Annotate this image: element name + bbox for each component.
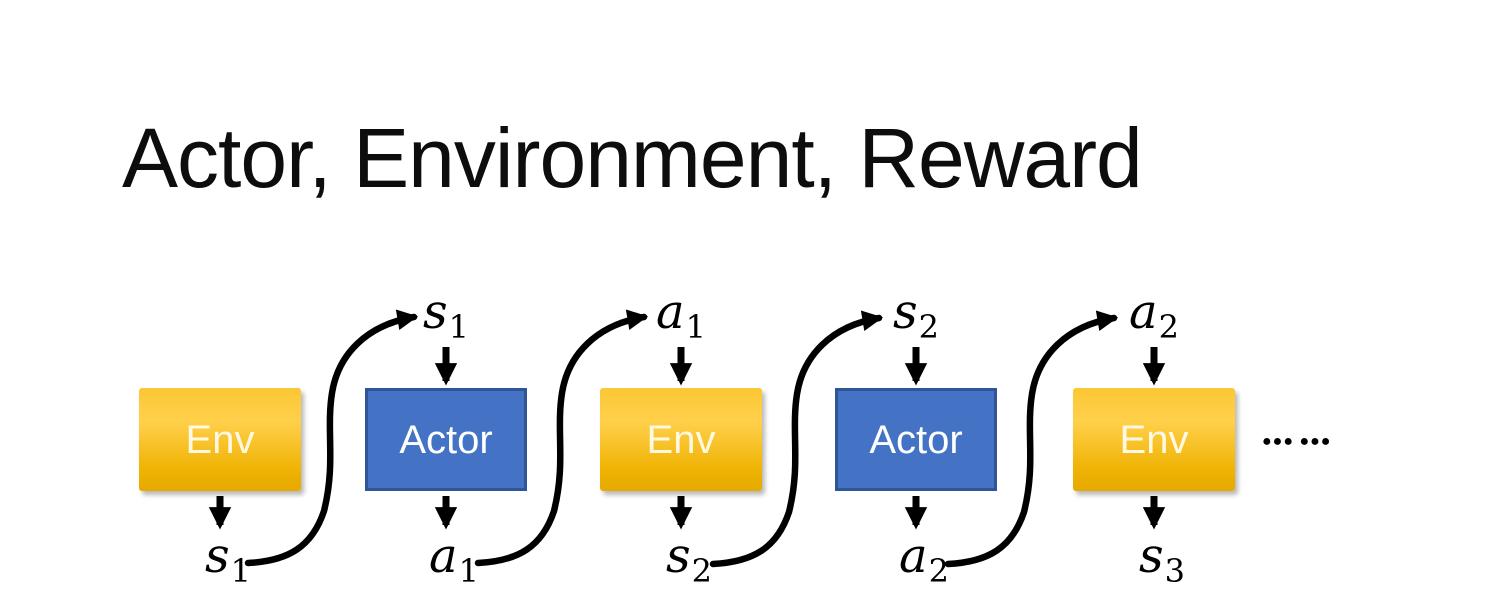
ellipsis-dots: ●●● ●●● [1262, 433, 1332, 450]
bottom-label-a2: a2 [899, 532, 949, 587]
bottom-label-a1-base: a [429, 528, 458, 584]
actor-box-2-label: Actor [869, 417, 963, 462]
top-label-s1-base: s [423, 284, 448, 340]
page-title: Actor, Environment, Reward [122, 111, 1143, 205]
bottom-label-a1: a1 [429, 532, 479, 587]
bottom-label-s3-base: s [1139, 528, 1164, 584]
bottom-label-s2-base: s [666, 528, 691, 584]
top-label-s2-base: s [893, 284, 918, 340]
top-label-a2-base: a [1129, 284, 1158, 340]
env-box-3: Env [1073, 388, 1235, 491]
top-label-a2-sub: 2 [1158, 308, 1179, 346]
bottom-label-s1-base: s [205, 528, 230, 584]
env-box-2: Env [600, 388, 762, 491]
bottom-label-a2-base: a [899, 528, 928, 584]
actor-box-1: Actor [365, 388, 527, 491]
bottom-label-s3-sub: 3 [1164, 552, 1185, 590]
top-label-a1: a1 [656, 288, 706, 343]
bottom-label-s2-sub: 2 [691, 552, 712, 590]
env-box-1-label: Env [185, 417, 255, 462]
env-box-3-label: Env [1119, 417, 1189, 462]
top-label-s1: s1 [423, 288, 469, 343]
actor-box-2: Actor [835, 388, 997, 491]
top-label-a1-base: a [656, 284, 685, 340]
top-label-a2: a2 [1129, 288, 1179, 343]
bottom-label-s2: s2 [666, 532, 712, 587]
bottom-label-s3: s3 [1139, 532, 1185, 587]
top-label-s2-sub: 2 [918, 308, 939, 346]
env-box-1: Env [139, 388, 301, 491]
env-box-2-label: Env [646, 417, 716, 462]
actor-box-1-label: Actor [399, 417, 493, 462]
top-label-s2: s2 [893, 288, 939, 343]
top-label-s1-sub: 1 [448, 308, 469, 346]
bottom-label-a2-sub: 2 [928, 552, 949, 590]
bottom-label-s1-sub: 1 [230, 552, 251, 590]
top-label-a1-sub: 1 [685, 308, 706, 346]
bottom-label-a1-sub: 1 [458, 552, 479, 590]
bottom-label-s1: s1 [205, 532, 251, 587]
